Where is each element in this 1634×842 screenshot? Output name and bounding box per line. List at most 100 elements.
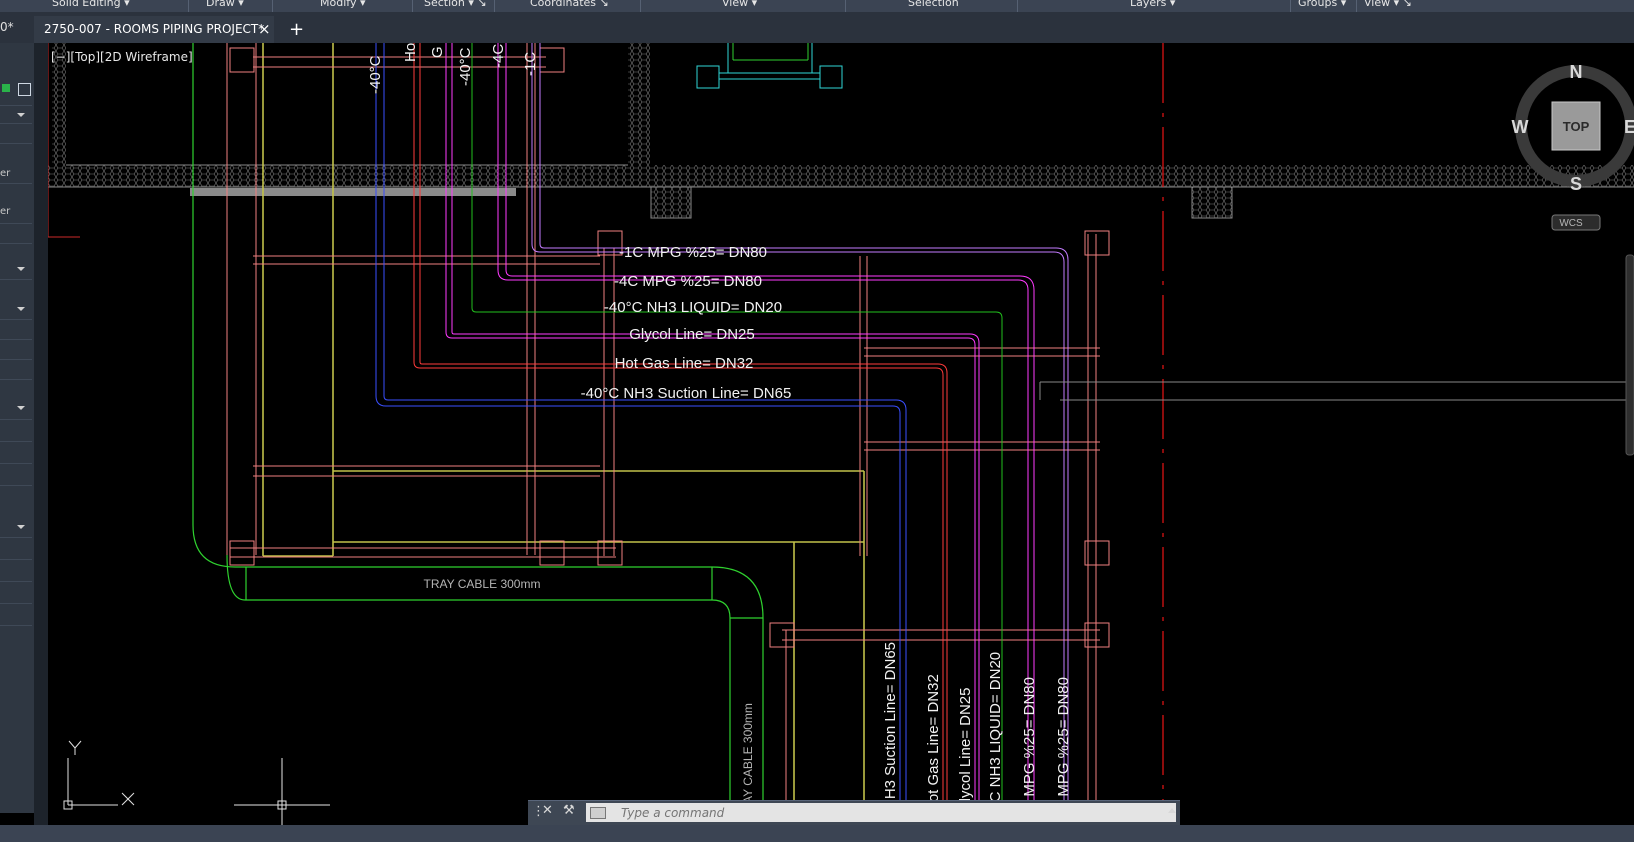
ribbon-panel-coordinates[interactable]: Coordinates ↘ [530, 0, 609, 9]
compass-west[interactable]: W [1512, 117, 1529, 137]
ribbon-panel-modify[interactable]: Modify ▾ [320, 0, 365, 9]
chevron-down-icon[interactable] [17, 113, 25, 117]
pipe-label-vertical: G [429, 46, 446, 58]
pipe-label: -40°C NH3 Suction Line= DN65 [581, 385, 792, 402]
ribbon-panel-view[interactable]: View ▾ [722, 0, 757, 9]
pipe-label-vertical: -1C [522, 52, 539, 76]
navigation-bar[interactable] [1625, 254, 1634, 456]
pipe-minus1c-mpg [531, 43, 1065, 825]
ribbon-panel-selection[interactable]: Selection [908, 0, 959, 9]
pipe-label-vertical: Glycol Line= DN25 [957, 688, 974, 813]
property-label-fragment: er [0, 206, 11, 217]
pipe-label: Glycol Line= DN25 [629, 326, 754, 343]
pipe-supports [226, 43, 1110, 825]
viewport-controls-label[interactable]: [−][Top][2D Wireframe] [51, 50, 193, 64]
pipe-nh3-liquid [471, 43, 1003, 825]
tab-previous-document[interactable]: 0* [0, 20, 14, 34]
pipe-label-top-group: -40°C Ho G -40°C -4C -1C [367, 43, 539, 94]
ribbon-separator [1356, 0, 1357, 12]
wcs-label: WCS [1559, 218, 1583, 229]
ribbon-separator [1017, 0, 1018, 12]
pipe-label-vertical: -4C MPG %25= DN80 [1021, 677, 1038, 825]
plus-icon: + [289, 19, 305, 40]
pipe-label-group: -1C MPG %25= DN80 -4C MPG %25= DN80 -40°… [581, 244, 792, 402]
tray-label: TRAY CABLE 300mm [424, 577, 541, 591]
ribbon-separator [845, 0, 846, 12]
ribbon-panel-draw[interactable]: Draw ▾ [206, 0, 244, 9]
left-properties-palette: er er [0, 43, 34, 813]
pipe-nh3-suction [375, 43, 901, 825]
pipe-label: Hot Gas Line= DN32 [615, 355, 754, 372]
ribbon-separator [188, 0, 189, 12]
ribbon-separator [640, 0, 641, 12]
status-bar [0, 825, 1634, 842]
pipe-label-vertical: -4C [490, 44, 507, 68]
chevron-down-icon: ▾ [238, 0, 244, 9]
chevron-down-icon: ▾ [1169, 0, 1176, 9]
equipment-pipe [732, 43, 809, 61]
chevron-down-icon: ▾ [751, 0, 758, 9]
chevron-down-icon[interactable] [17, 525, 25, 529]
pipe-minus4c-mpg [497, 43, 1029, 825]
tray-label-vertical: TRAY CABLE 300mm [741, 703, 755, 820]
viewcube-face-label: TOP [1563, 119, 1590, 134]
viewcube[interactable]: TOP N S W E WCS [1512, 62, 1634, 231]
dialog-launcher-icon: ↘ [599, 0, 609, 9]
quick-select-icon[interactable] [18, 83, 31, 96]
compass-east[interactable]: E [1624, 117, 1634, 137]
chevron-down-icon: ▾ ↘ [1393, 0, 1412, 9]
close-icon[interactable]: ✕ [542, 803, 553, 818]
chevron-down-icon[interactable] [17, 307, 25, 311]
equipment-block [696, 43, 843, 89]
drawing-canvas[interactable]: -1C MPG %25= DN80 -4C MPG %25= DN80 -40°… [48, 43, 1634, 825]
pipe-label-vertical: -40°C [457, 47, 474, 86]
pipe-hot-gas [413, 43, 944, 825]
ribbon-panel-view-2[interactable]: View ▾ ↘ [1364, 0, 1412, 9]
grip-icon[interactable]: ⋮ [532, 804, 545, 819]
pipe-label-vertical: -40°C [367, 55, 384, 94]
chevron-down-icon: ▾ [359, 0, 366, 9]
chevron-down-icon[interactable] [17, 406, 25, 410]
drawing-viewport[interactable]: -1C MPG %25= DN80 -4C MPG %25= DN80 -40°… [48, 43, 1634, 825]
close-icon[interactable]: × [258, 20, 271, 38]
wcs-menu[interactable] [1551, 214, 1601, 231]
compass-north[interactable]: N [1570, 62, 1583, 82]
tab-active-document[interactable]: 2750-007 - ROOMS PIPING PROJECT* × [34, 16, 274, 43]
pipe-label: -1C MPG %25= DN80 [619, 244, 767, 261]
pipe-glycol [445, 43, 976, 825]
compass-south[interactable]: S [1570, 174, 1582, 194]
ribbon-separator [494, 0, 495, 12]
pipe-label-vertical: Ho [402, 43, 419, 62]
structure-frame [262, 43, 865, 825]
chevron-up-icon[interactable] [1168, 808, 1176, 813]
pipe-label-vertical-group: C NH3 Suction Line= DN65 Hot Gas Line= D… [882, 642, 1072, 825]
wrench-icon[interactable]: ⚒ [563, 803, 575, 818]
tab-title: 2750-007 - ROOMS PIPING PROJECT* [44, 22, 265, 36]
cable-tray [192, 43, 764, 825]
crosshair-cursor [234, 758, 330, 825]
ribbon-separator [1290, 0, 1291, 12]
command-input[interactable] [586, 803, 1176, 822]
ribbon-panel-section[interactable]: Section ▾ ↘ [424, 0, 487, 9]
pipe-label: -4C MPG %25= DN80 [614, 273, 762, 290]
property-label-fragment: er [0, 168, 11, 179]
chevron-down-icon: ▾ [1340, 0, 1347, 9]
ribbon-panel-bar: Solid Editing ▾ Draw ▾ Modify ▾ Section … [0, 0, 1634, 12]
pipe-label-vertical: Hot Gas Line= DN32 [925, 674, 942, 813]
ribbon-panel-layers[interactable]: Layers ▾ [1130, 0, 1175, 9]
pipe-label-vertical: 40°C NH3 LIQUID= DN20 [987, 652, 1004, 825]
ribbon-panel-groups[interactable]: Groups ▾ [1298, 0, 1346, 9]
chevron-down-icon: ▾ [124, 0, 130, 9]
ribbon-separator [412, 0, 413, 12]
command-history-icon[interactable] [590, 807, 606, 819]
ribbon-separator [272, 0, 273, 12]
wall-hatch [48, 43, 1634, 238]
ribbon-panel-solid-editing[interactable]: Solid Editing ▾ [52, 0, 130, 9]
new-tab-button[interactable]: + [289, 16, 304, 43]
chevron-down-icon[interactable] [17, 267, 25, 271]
viewcube-face[interactable] [1551, 101, 1601, 151]
palette-select-icon[interactable] [2, 84, 10, 92]
ucs-icon [63, 740, 135, 810]
pipe-label-vertical: C NH3 Suction Line= DN65 [882, 642, 899, 825]
palette-gutter [34, 43, 48, 825]
